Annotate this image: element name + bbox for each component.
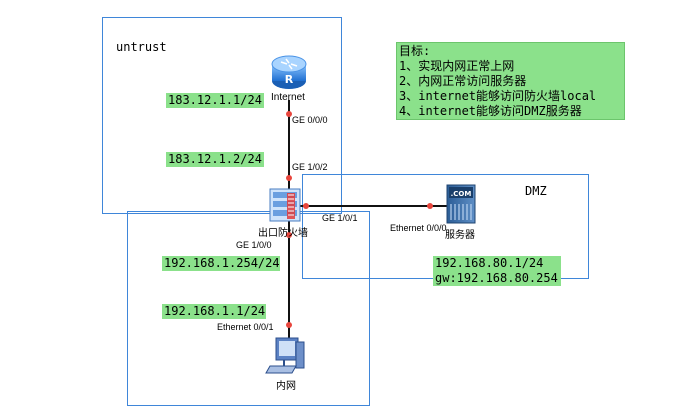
goal-item: 2、内网正常访问服务器 (399, 74, 527, 88)
goals-title: 目标: (399, 44, 431, 58)
link-firewall-pc (288, 220, 290, 340)
ip-label: 192.168.1.1/24 (162, 304, 266, 319)
port-dot (286, 111, 292, 117)
port-dot (286, 322, 292, 328)
interface-label: Ethernet 0/0/1 (217, 322, 274, 332)
ip-label: 192.168.1.254/24 (162, 256, 280, 271)
goal-item: 4、internet能够访问DMZ服务器 (399, 104, 582, 118)
firewall-label: 出口防火墙 (258, 228, 308, 239)
gateway-label: gw:192.168.80.254 (433, 271, 561, 286)
server-label: 服务器 (445, 230, 475, 241)
pc-icon[interactable] (265, 336, 306, 376)
goal-item: 1、实现内网正常上网 (399, 59, 515, 73)
port-dot (303, 203, 309, 209)
interface-label: GE 1/0/1 (322, 213, 358, 223)
interface-label: Ethernet 0/0/0 (390, 223, 447, 233)
internet-label: Internet (271, 92, 305, 103)
router-icon[interactable]: R (269, 52, 309, 92)
interface-label: GE 1/0/0 (236, 240, 272, 250)
zone-dmz-label: DMZ (525, 184, 547, 198)
link-firewall-server (300, 205, 448, 207)
server-icon[interactable]: .COM (446, 184, 476, 224)
interface-label: GE 1/0/2 (292, 162, 328, 172)
zone-untrust-label: untrust (116, 40, 167, 54)
zone-untrust (102, 17, 342, 214)
port-dot (427, 203, 433, 209)
pc-label: 内网 (276, 381, 296, 392)
router-letter: R (285, 73, 294, 86)
firewall-icon[interactable] (269, 188, 301, 222)
server-badge: .COM (451, 190, 472, 198)
goal-item: 3、internet能够访问防火墙local (399, 89, 597, 103)
link-internet-firewall (288, 100, 290, 190)
interface-label: GE 0/0/0 (292, 115, 328, 125)
ip-label: 192.168.80.1/24 (433, 256, 561, 271)
ip-label: 183.12.1.1/24 (166, 93, 264, 108)
goals-box: 目标: 1、实现内网正常上网 2、内网正常访问服务器 3、internet能够访… (396, 42, 625, 120)
port-dot (286, 175, 292, 181)
ip-label: 183.12.1.2/24 (166, 152, 264, 167)
port-dot (286, 232, 292, 238)
